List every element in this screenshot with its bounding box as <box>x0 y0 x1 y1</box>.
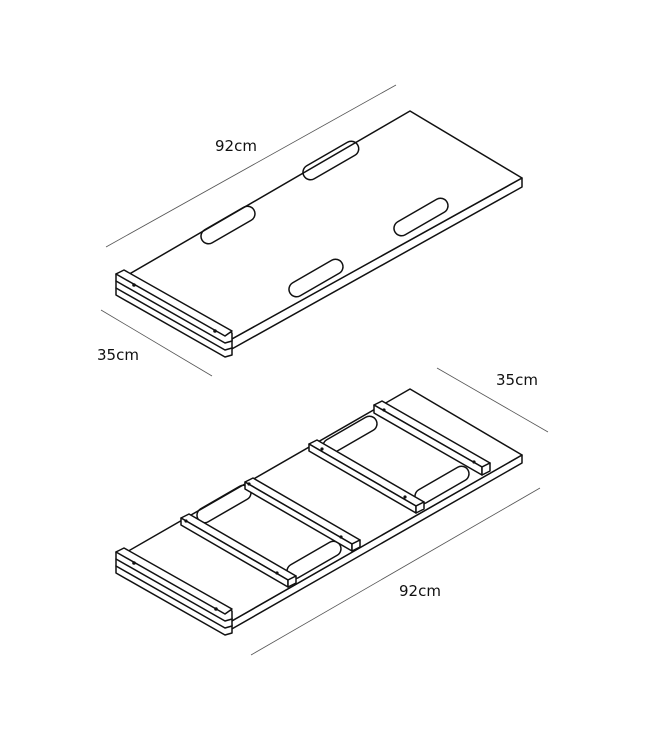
slot <box>200 205 256 245</box>
bottom-battens <box>180 400 491 588</box>
screw-hole <box>275 571 279 575</box>
slot <box>288 258 344 298</box>
top-front-batten <box>115 269 233 358</box>
bottom-length-label: 92cm <box>399 582 441 600</box>
screw-hole <box>339 535 343 539</box>
top-length-dimension-line <box>105 84 397 248</box>
screw-hole <box>382 408 386 412</box>
screw-hole <box>320 447 324 451</box>
screw-hole <box>132 561 136 565</box>
top-board-assembly: 92cm 35cm <box>97 84 523 377</box>
screw-hole <box>247 482 251 486</box>
screw-hole <box>184 519 188 523</box>
top-width-dimension-line <box>100 309 213 377</box>
bottom-width-dimension-line <box>436 367 549 433</box>
bottom-width-label: 35cm <box>496 371 538 389</box>
screw-hole <box>403 495 407 499</box>
bottom-board-assembly: 35cm 92cm <box>115 367 549 656</box>
screw-hole <box>132 283 136 287</box>
bottom-length-dimension-line <box>250 487 541 656</box>
top-width-label: 35cm <box>97 346 139 364</box>
screw-hole <box>214 607 218 611</box>
bottom-front-batten <box>115 547 233 636</box>
top-length-label: 92cm <box>215 137 257 155</box>
slot <box>393 197 449 237</box>
top-board-slots <box>200 140 449 298</box>
screw-hole <box>472 460 476 464</box>
slot <box>302 140 360 181</box>
screw-hole <box>213 329 217 333</box>
